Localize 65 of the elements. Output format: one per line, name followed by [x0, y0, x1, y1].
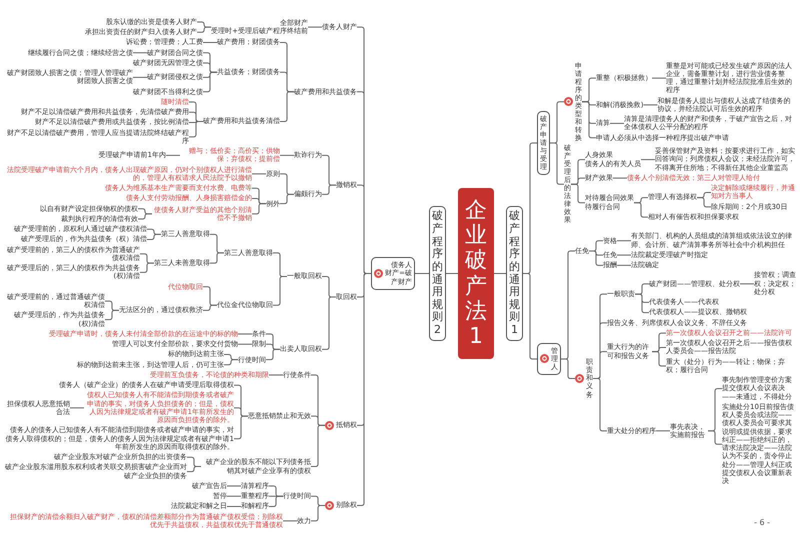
connector-line [252, 173, 266, 174]
connector-line [652, 351, 666, 366]
connector-line [266, 348, 280, 360]
connector-line [550, 142, 564, 185]
connector-line [322, 184, 336, 195]
connector-line [132, 52, 148, 54]
connector-line [188, 121, 204, 138]
connector-line [640, 159, 656, 160]
connector-line [210, 252, 224, 264]
connector-line [740, 283, 754, 284]
connector-line [252, 203, 266, 214]
connector-line [202, 42, 218, 43]
connector-line [616, 240, 632, 242]
connector-line [132, 76, 148, 78]
connector-line [616, 254, 632, 256]
connector-line [280, 154, 294, 156]
connector-line [582, 101, 596, 138]
connector-line [202, 72, 218, 92]
connector-line [708, 430, 722, 445]
connector-line [634, 202, 648, 218]
connector-line [652, 78, 666, 79]
connector-line [268, 496, 284, 507]
connector-line [616, 264, 632, 266]
connector-line [238, 344, 252, 345]
connector-line [634, 294, 650, 314]
connector-line [588, 250, 604, 266]
connector-line [610, 122, 624, 124]
connector-line [656, 430, 670, 432]
connector-line [146, 234, 162, 240]
topic-box [506, 206, 523, 341]
connector-line [356, 273, 372, 506]
connector-line [140, 262, 154, 273]
connector-line [308, 26, 322, 28]
connector-line [494, 273, 506, 274]
connector-line [642, 104, 658, 106]
connector-line [186, 466, 202, 472]
connector-line [70, 407, 84, 408]
topic-box [371, 257, 415, 290]
connector-line [226, 506, 242, 507]
connector-line [202, 304, 218, 311]
connector-line [224, 359, 238, 366]
connector-line [226, 496, 242, 497]
title-box [458, 188, 494, 360]
connector-line [570, 184, 586, 204]
connector-line [166, 154, 180, 156]
topic-box [537, 110, 550, 176]
connector-line [414, 273, 430, 274]
connector-line [280, 194, 294, 204]
connector-line [560, 358, 576, 379]
topic-box [537, 342, 561, 376]
connector-line [696, 197, 712, 208]
topic-text: 企业破产法1 [465, 198, 487, 350]
page-number: - 6 - [754, 518, 770, 527]
connector-line [522, 273, 538, 360]
connector-line [104, 310, 120, 320]
connector-line [282, 520, 298, 522]
topic-text: 破产程序的通用规则1 [509, 210, 520, 337]
connector-line [268, 374, 284, 376]
connector-line [138, 213, 152, 220]
topic-box [429, 206, 446, 341]
connector-line [612, 178, 628, 179]
connector-line [446, 273, 458, 274]
connector-line [310, 505, 326, 522]
topic-text: 破产程序的通用规则2 [432, 210, 443, 337]
connector-line [196, 26, 212, 33]
